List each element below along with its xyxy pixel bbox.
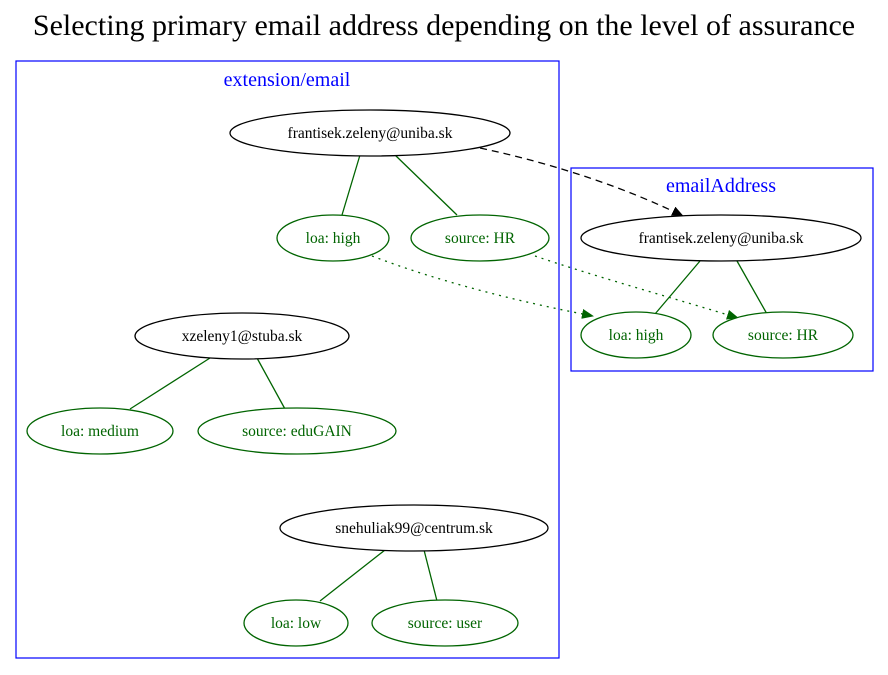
- node-centrum-source: source: user: [371, 599, 519, 647]
- node-uniba-source-label: source: HR: [445, 230, 516, 247]
- cluster-extension-email-label: extension/email: [224, 69, 351, 91]
- edge-e1-loa: [341, 154, 361, 216]
- node-primary-loa: loa: high: [580, 311, 692, 359]
- edge-p-source: [736, 260, 768, 315]
- cluster-extension-email: extension/email: [15, 60, 560, 659]
- edge-copy-loa: [371, 255, 594, 319]
- node-primary-email: frantisek.zeleny@uniba.sk: [580, 214, 862, 262]
- node-stuba-loa-label: loa: medium: [61, 423, 139, 440]
- cluster-email-address-border: [570, 167, 874, 372]
- edge-primary-selection: [479, 147, 684, 217]
- node-uniba-loa: loa: high: [276, 214, 390, 262]
- node-centrum-loa: loa: low: [243, 599, 349, 647]
- edge-e2-loa: [129, 357, 211, 410]
- node-email-stuba: xzeleny1@stuba.sk: [134, 312, 350, 360]
- edge-copy-source: [534, 255, 739, 320]
- edge-e3-loa: [319, 549, 386, 602]
- node-primary-source-label: source: HR: [748, 327, 819, 344]
- node-email-centrum: snehuliak99@centrum.sk: [279, 504, 549, 552]
- edge-e1-source: [394, 154, 458, 216]
- edge-e2-source: [256, 357, 286, 410]
- node-email-centrum-label: snehuliak99@centrum.sk: [335, 520, 493, 537]
- node-uniba-loa-label: loa: high: [306, 230, 361, 247]
- node-primary-email-label: frantisek.zeleny@uniba.sk: [639, 230, 804, 247]
- node-centrum-source-label: source: user: [408, 615, 483, 632]
- node-uniba-source: source: HR: [410, 214, 550, 262]
- node-stuba-source: source: eduGAIN: [197, 407, 397, 455]
- edge-e3-source: [423, 549, 438, 602]
- edge-p-loa: [654, 260, 701, 315]
- cluster-email-address: emailAddress: [570, 167, 874, 372]
- node-stuba-source-label: source: eduGAIN: [242, 423, 352, 440]
- cluster-extension-email-border: [15, 60, 560, 659]
- node-email-uniba-label: frantisek.zeleny@uniba.sk: [288, 125, 453, 142]
- edges: [129, 147, 768, 602]
- node-email-stuba-label: xzeleny1@stuba.sk: [182, 328, 303, 345]
- node-primary-source: source: HR: [712, 311, 854, 359]
- node-stuba-loa: loa: medium: [26, 407, 174, 455]
- node-centrum-loa-label: loa: low: [271, 615, 322, 632]
- node-email-uniba: frantisek.zeleny@uniba.sk: [229, 109, 511, 157]
- diagram-title: Selecting primary email address dependin…: [33, 9, 855, 42]
- node-primary-loa-label: loa: high: [609, 327, 664, 344]
- cluster-email-address-label: emailAddress: [666, 175, 776, 197]
